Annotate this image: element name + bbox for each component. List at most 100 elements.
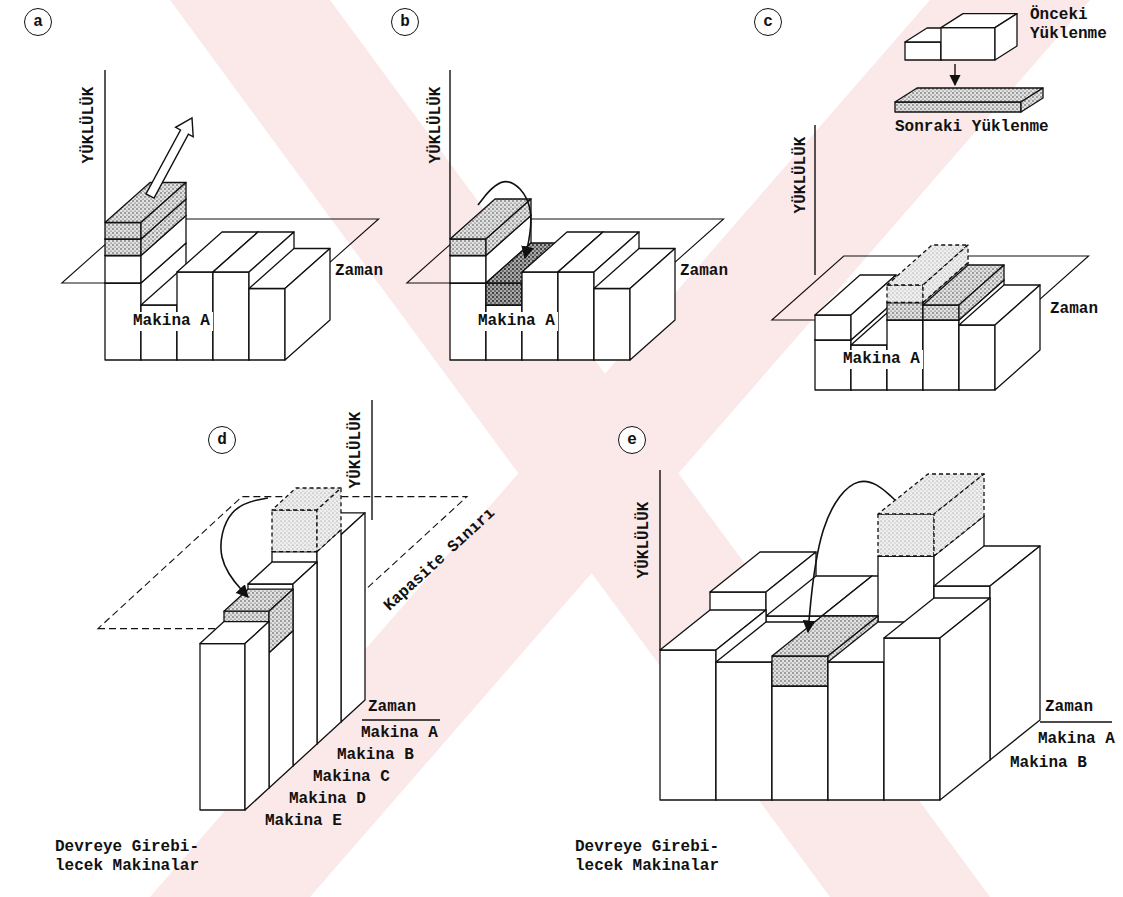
load-block <box>105 239 141 256</box>
load-block <box>995 285 1040 390</box>
load-block <box>941 28 995 60</box>
load-block <box>887 285 923 303</box>
watermark-band <box>150 0 1090 897</box>
load-axis <box>371 400 372 520</box>
remove-arrow <box>146 118 193 198</box>
load-block <box>660 650 716 800</box>
load-block <box>269 631 293 788</box>
load-block <box>272 510 317 552</box>
load-block <box>558 272 594 360</box>
panel-letter-text: c <box>763 14 773 30</box>
previous-load <box>905 14 1017 60</box>
load-block <box>293 562 317 766</box>
machine-label: Makina A <box>840 350 923 369</box>
panel-letter: d <box>208 426 236 454</box>
load-block <box>450 239 486 256</box>
move-arrow <box>808 481 895 632</box>
watermark <box>150 0 1090 897</box>
load-block <box>105 256 141 284</box>
down-arrow <box>954 64 955 85</box>
load-label: Sonraki Yüklenme <box>895 118 1049 137</box>
load-block <box>341 513 365 722</box>
time-axis <box>362 719 440 720</box>
load-block <box>828 662 884 800</box>
load-block <box>630 249 675 361</box>
load-chart <box>772 245 1089 390</box>
axis-label: YÜKLÜLÜK <box>347 412 366 489</box>
load-block <box>594 289 630 361</box>
panel-letter: e <box>618 426 646 454</box>
load-block <box>884 638 940 800</box>
time-axis-label: Zaman <box>368 698 416 717</box>
load-block <box>269 589 293 653</box>
time-axis <box>1040 721 1112 722</box>
load-block <box>716 662 772 800</box>
machine-label: Makina D <box>289 790 366 809</box>
panel-letter-text: b <box>400 14 410 30</box>
panel-letter: b <box>391 8 419 36</box>
load-block <box>895 102 1021 112</box>
time-axis-label: Zaman <box>1045 698 1093 717</box>
load-block <box>105 223 141 240</box>
load-block <box>486 199 531 256</box>
load-block <box>815 315 851 340</box>
panel-letter-text: a <box>33 14 43 30</box>
load-block <box>995 14 1017 60</box>
load-block <box>940 598 990 800</box>
panel-letter-text: d <box>217 432 227 448</box>
move-arrow <box>221 498 268 597</box>
load-block <box>887 303 923 321</box>
load-block <box>317 530 341 744</box>
load-block <box>317 488 341 552</box>
load-chart <box>407 199 724 360</box>
axis-label: YÜKLÜLÜK <box>427 87 446 164</box>
axis-label: YÜKLÜLÜK <box>792 137 811 214</box>
load-block <box>923 320 959 390</box>
load-block <box>450 256 486 284</box>
panel-letter-text: e <box>627 432 637 448</box>
load-block <box>878 514 934 556</box>
load-block <box>245 622 269 810</box>
load-block <box>895 88 1043 102</box>
load-axis <box>449 70 450 239</box>
load-chart <box>660 474 1040 800</box>
machine-label: Makina B <box>337 746 414 765</box>
load-block <box>213 272 249 360</box>
machine-label: Makina A <box>130 312 213 331</box>
load-label: Önceki Yüklenme <box>1030 6 1120 44</box>
load-block <box>923 305 959 320</box>
load-block <box>772 686 828 800</box>
load-block <box>934 474 984 556</box>
machine-label: Makina C <box>313 768 390 787</box>
machine-label: Makina E <box>265 812 342 831</box>
time-axis-label: Zaman <box>335 262 383 281</box>
machine-label: Makina A <box>475 312 558 331</box>
next-load <box>895 88 1043 112</box>
machine-label: Makina A <box>361 724 438 743</box>
time-axis-label: Zaman <box>680 262 728 281</box>
axis-label: YÜKLÜLÜK <box>635 502 654 579</box>
panel-letter: c <box>754 8 782 36</box>
time-axis-label: Zaman <box>1050 300 1098 319</box>
load-block <box>249 289 285 361</box>
load-block <box>486 283 522 305</box>
load-axis <box>814 125 815 275</box>
load-block <box>285 249 330 361</box>
load-chart <box>98 488 467 810</box>
axis-label: YÜKLÜLÜK <box>80 87 99 164</box>
move-arrow <box>478 182 531 258</box>
machine-label: Makina A <box>1038 730 1115 749</box>
load-chart <box>62 183 379 361</box>
caption-label: Devreye Girebi- lecek Makinalar <box>55 838 210 876</box>
load-block <box>990 546 1040 760</box>
load-axis <box>659 470 660 650</box>
load-block <box>959 325 995 390</box>
load-block <box>1021 88 1043 112</box>
caption-label: Devreye Girebi- lecek Makinalar <box>575 838 730 876</box>
machine-label: Makina B <box>1010 754 1087 773</box>
load-block <box>772 656 828 686</box>
load-block <box>905 42 941 60</box>
load-axis <box>104 70 105 222</box>
panel-letter: a <box>24 8 52 36</box>
